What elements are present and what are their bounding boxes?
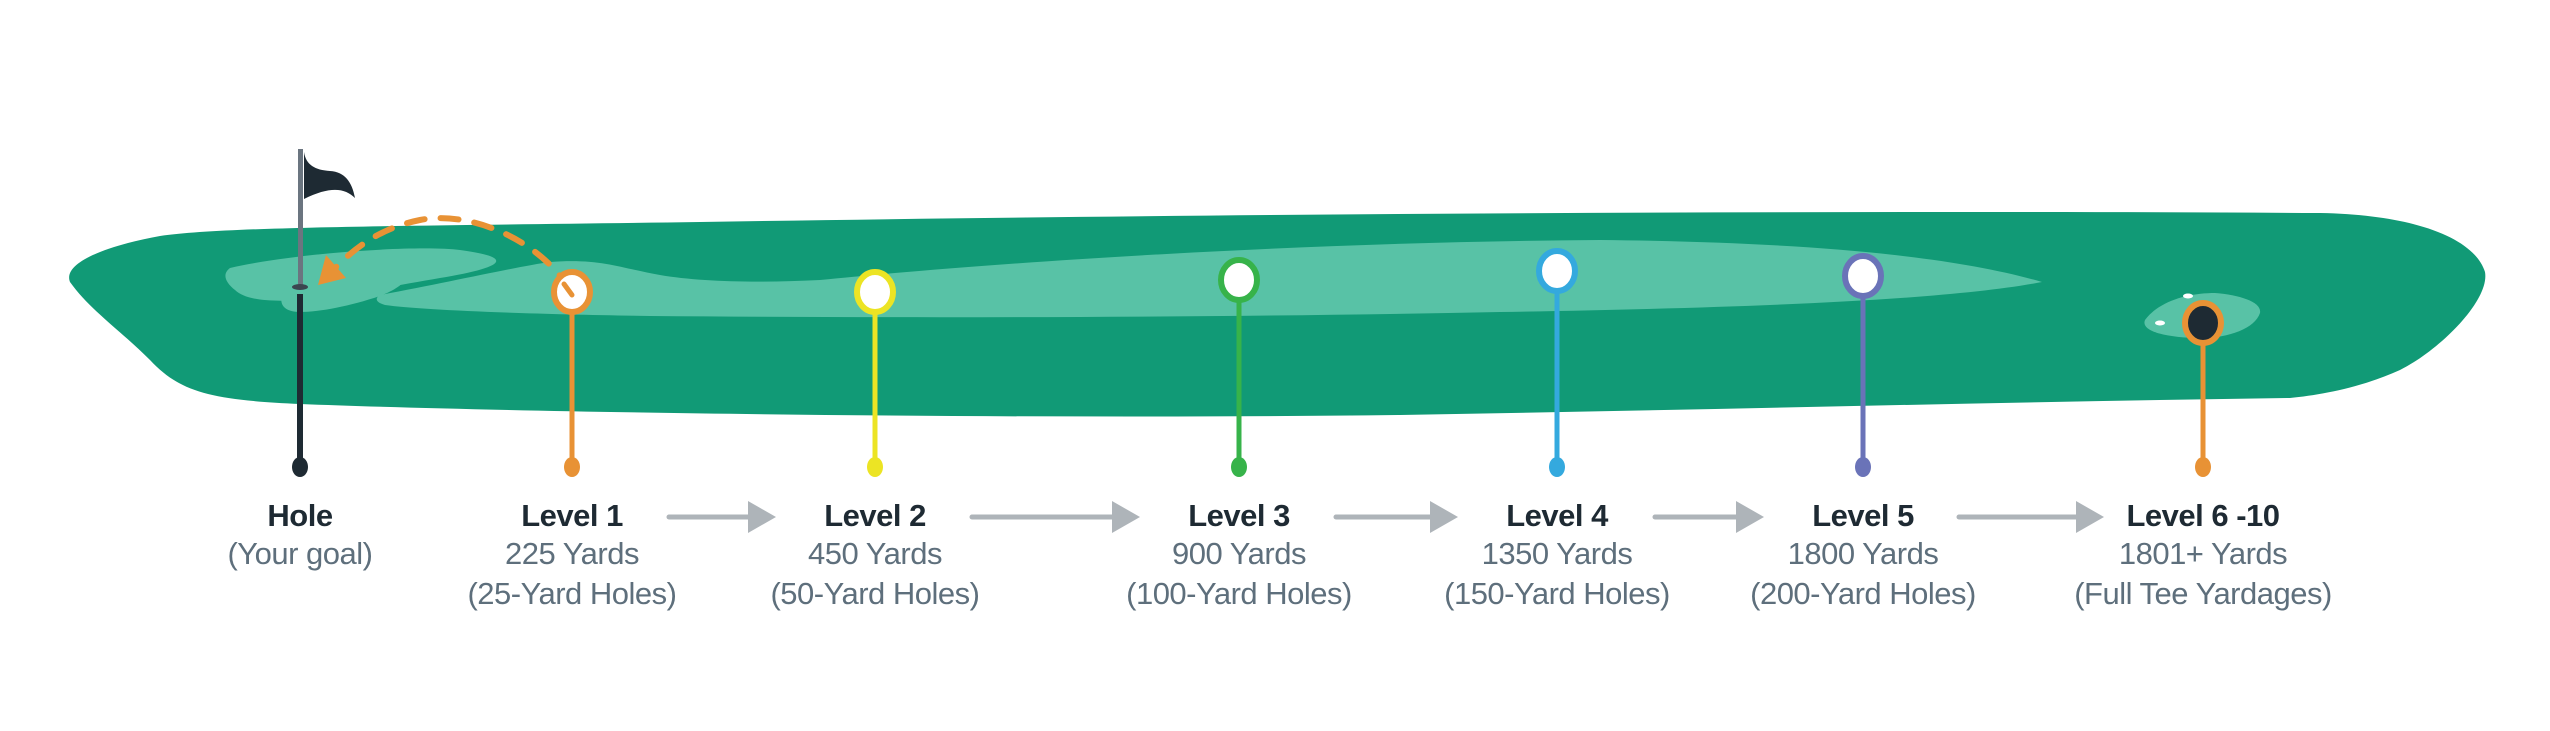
- stop-yardage: 900 Yards: [1172, 536, 1306, 571]
- marker-stem: [297, 294, 303, 467]
- marker-base-dot: [292, 457, 308, 477]
- stop-title: Level 4: [1506, 498, 1608, 533]
- marker-stem: [872, 312, 878, 467]
- stop-title: Level 5: [1812, 498, 1914, 533]
- label-hole: Hole(Your goal): [120, 498, 480, 574]
- stop-yardage: (Your goal): [227, 536, 373, 571]
- marker-stem: [569, 312, 575, 467]
- stop-yardage: 1350 Yards: [1481, 536, 1633, 571]
- progression-arrow-icon: [969, 501, 1140, 533]
- marker-level-6-10: [2182, 300, 2224, 477]
- trajectory-start-mark: [561, 281, 575, 298]
- progression-arrow-icon: [1333, 501, 1458, 533]
- stop-yardage: 1800 Yards: [1787, 536, 1939, 571]
- ball-marker-icon: [854, 269, 896, 315]
- fairway-light-strip: [376, 240, 2043, 318]
- flag-icon: [292, 149, 355, 290]
- stop-title: Level 6 -10: [2126, 498, 2280, 533]
- stop-hole-length: (150-Yard Holes): [1444, 576, 1670, 611]
- tee-marker-dot: [2155, 320, 2165, 326]
- marker-hole: [292, 294, 308, 477]
- marker-stem: [1554, 291, 1560, 467]
- ball-marker-icon: [1536, 248, 1578, 294]
- progression-arrow-icon: [666, 501, 776, 533]
- marker-stem: [1236, 300, 1242, 467]
- stop-yardage: 225 Yards: [505, 536, 639, 571]
- stop-hole-length: (100-Yard Holes): [1126, 576, 1352, 611]
- marker-base-dot: [564, 457, 580, 477]
- marker-level-5: [1842, 253, 1884, 477]
- stop-hole-length: (25-Yard Holes): [467, 576, 677, 611]
- progression-arrow-icon: [1652, 501, 1764, 533]
- marker-level-4: [1536, 248, 1578, 477]
- progression-arrow-icon: [1956, 501, 2104, 533]
- trajectory-path: [332, 215, 573, 293]
- marker-base-dot: [1549, 457, 1565, 477]
- stop-yardage: 450 Yards: [808, 536, 942, 571]
- marker-base-dot: [1231, 457, 1247, 477]
- marker-stem: [1860, 296, 1866, 467]
- marker-base-dot: [2195, 457, 2211, 477]
- fairway-light-strip: [281, 268, 406, 312]
- stop-hole-length: (200-Yard Holes): [1750, 576, 1976, 611]
- stop-title: Level 1: [521, 498, 623, 533]
- marker-level-3: [1218, 257, 1260, 477]
- stop-title: Level 2: [824, 498, 926, 533]
- stop-hole-length: (50-Yard Holes): [770, 576, 980, 611]
- stop-title: Hole: [267, 498, 333, 533]
- ball-marker-icon: [1218, 257, 1260, 303]
- marker-level-1: [551, 269, 593, 477]
- trajectory-arrowhead-icon: [318, 255, 346, 285]
- marker-base-dot: [867, 457, 883, 477]
- marker-stem: [2200, 343, 2206, 467]
- marker-base-dot: [1855, 457, 1871, 477]
- stop-hole-length: (Full Tee Yardages): [2074, 576, 2332, 611]
- ball-marker-icon: [1842, 253, 1884, 299]
- marker-level-2: [854, 269, 896, 477]
- tee-marker-dot: [2183, 293, 2193, 299]
- tee-marker-icon: [2182, 300, 2224, 346]
- stop-title: Level 3: [1188, 498, 1290, 533]
- stop-yardage: 1801+ Yards: [2118, 536, 2288, 571]
